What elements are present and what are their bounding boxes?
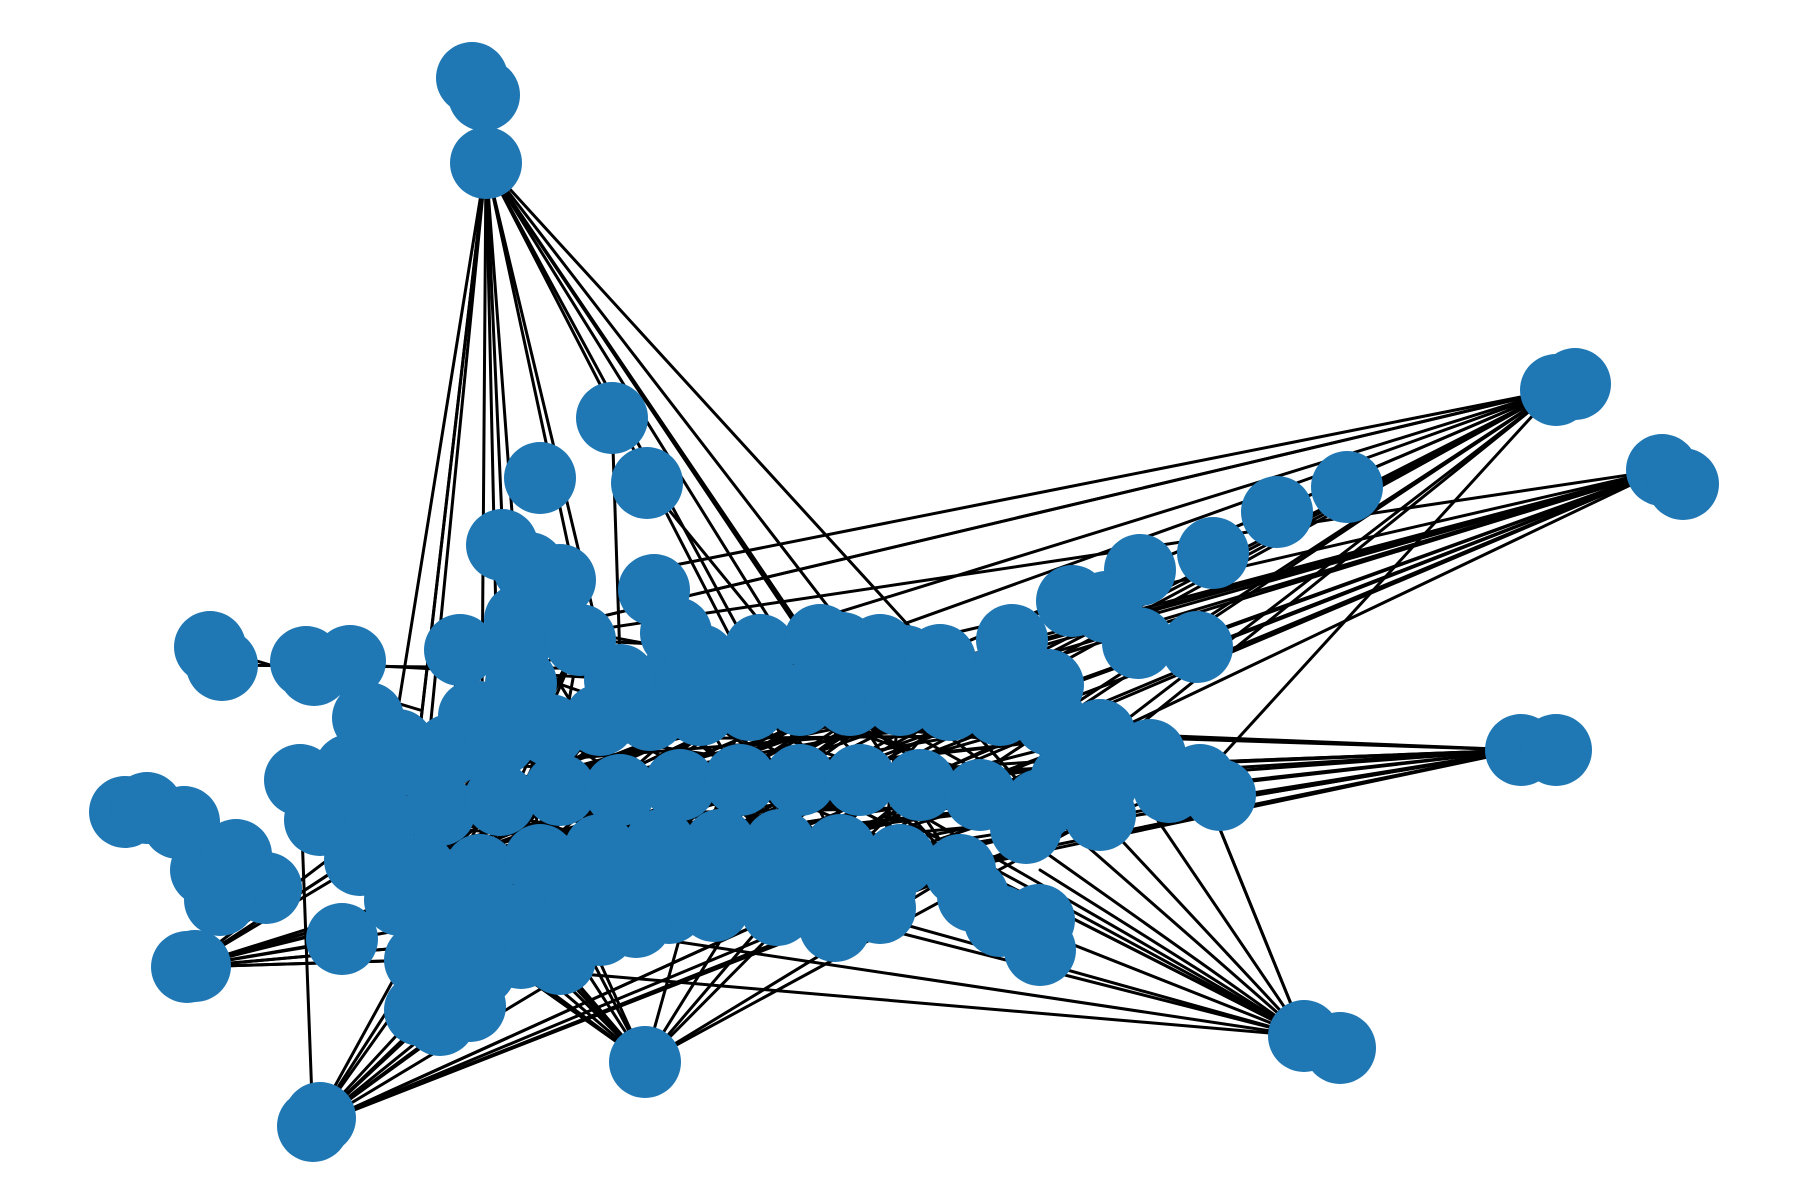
graph-node <box>278 634 350 706</box>
graph-node <box>1539 348 1611 420</box>
graph-node <box>644 749 716 821</box>
graph-node <box>448 59 520 131</box>
graph-node <box>404 774 476 846</box>
graph-node <box>148 786 220 858</box>
graph-node <box>664 834 736 906</box>
graph-node <box>724 834 796 906</box>
graph-edge <box>610 416 622 662</box>
graph-node <box>1520 714 1592 786</box>
graph-node <box>1164 744 1236 816</box>
graph-edge <box>858 778 1306 1038</box>
graph-node <box>159 930 231 1002</box>
graph-edge <box>648 388 1558 572</box>
graph-node <box>576 382 648 454</box>
graph-node <box>844 614 916 686</box>
graph-node <box>524 754 596 826</box>
graph-node <box>704 744 776 816</box>
graph-node <box>584 754 656 826</box>
graph-node <box>924 834 996 906</box>
graph-node <box>664 624 736 696</box>
graph-node <box>306 903 378 975</box>
graph-node <box>1064 779 1136 851</box>
graph-node <box>1177 517 1249 589</box>
graph-node <box>384 924 456 996</box>
graph-nodes <box>89 42 1719 1162</box>
graph-edge <box>484 161 942 662</box>
graph-node <box>724 614 796 686</box>
graph-node <box>424 614 496 686</box>
graph-node <box>764 664 836 736</box>
graph-node <box>504 914 576 986</box>
graph-node <box>444 934 516 1006</box>
graph-node <box>200 819 272 891</box>
graph-node <box>1004 769 1076 841</box>
graph-node <box>944 759 1016 831</box>
graph-node <box>611 447 683 519</box>
graph-node <box>609 1026 681 1098</box>
graph-node <box>604 844 676 916</box>
graph-node <box>1241 476 1313 548</box>
graph-node <box>1311 451 1383 523</box>
graph-node <box>1161 611 1233 683</box>
graph-node <box>1102 607 1174 679</box>
graph-node <box>464 764 536 836</box>
graph-node <box>186 629 258 701</box>
graph-node <box>764 744 836 816</box>
graph-node <box>904 624 976 696</box>
graph-edge <box>1198 388 1558 782</box>
graph-node <box>450 127 522 199</box>
graph-node <box>1304 1012 1376 1084</box>
graph-node <box>784 604 856 676</box>
graph-node <box>824 744 896 816</box>
graph-edge <box>1198 468 1664 652</box>
graph-node <box>504 442 576 514</box>
graph-node <box>784 844 856 916</box>
graph-edge <box>1098 388 1558 742</box>
graph-node <box>364 864 436 936</box>
graph-node <box>564 894 636 966</box>
graph-node <box>884 749 956 821</box>
graph-node <box>844 854 916 926</box>
graph-node <box>1647 448 1719 520</box>
graph-edge <box>484 161 852 702</box>
graph-edge <box>998 468 1664 712</box>
graph-node <box>584 644 656 716</box>
graph-edge <box>1038 868 1306 1038</box>
graph-node <box>284 1082 356 1154</box>
graph-node <box>384 974 456 1046</box>
graph-node <box>1036 565 1108 637</box>
graph-node <box>484 584 556 656</box>
